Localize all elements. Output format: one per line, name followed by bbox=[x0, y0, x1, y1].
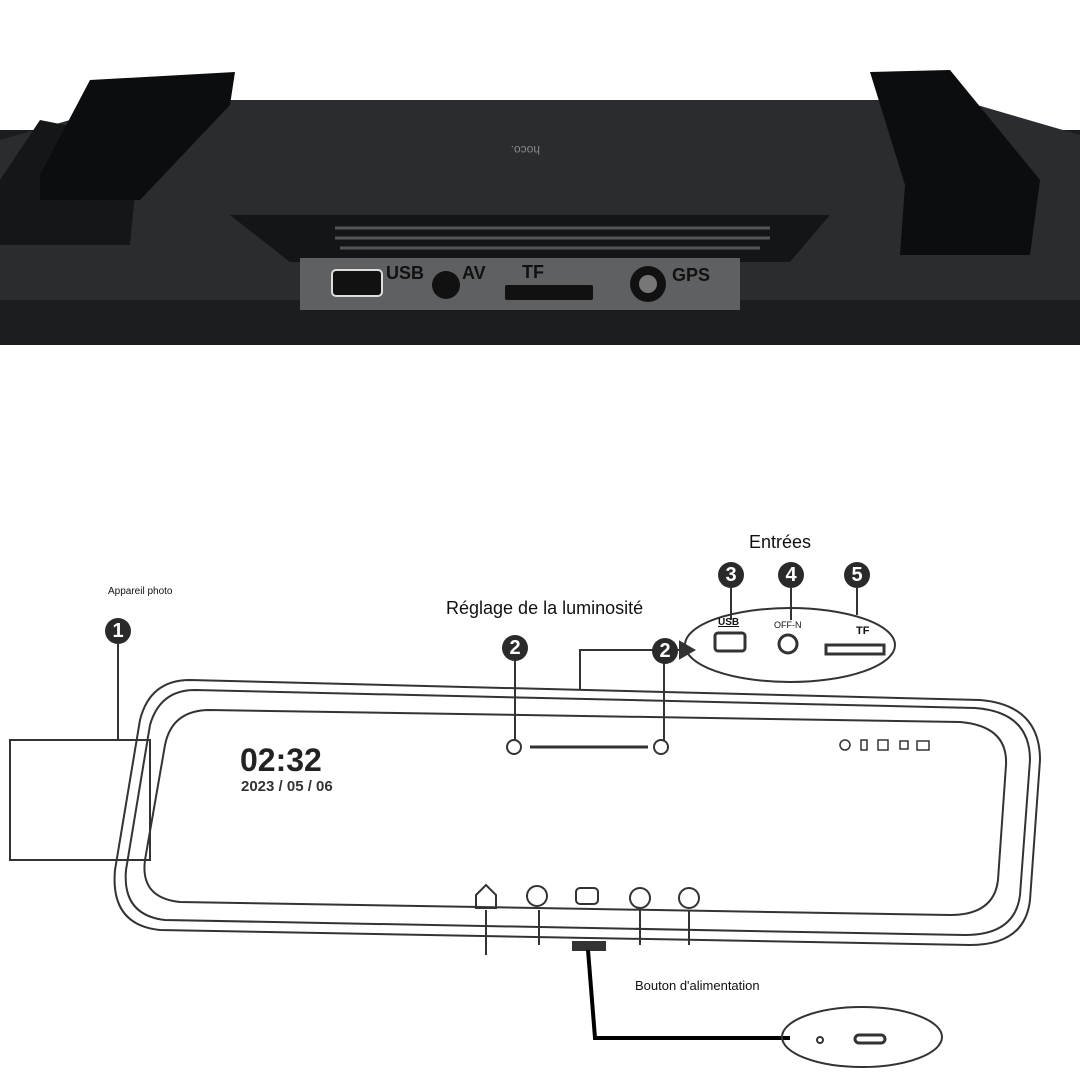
port-label-tf: TF bbox=[522, 262, 544, 282]
home-icon bbox=[475, 883, 497, 909]
camera-outline bbox=[9, 739, 151, 861]
power-label: Bouton d'alimentation bbox=[635, 978, 760, 993]
usb-port bbox=[331, 269, 383, 297]
av-port bbox=[432, 271, 460, 299]
stop-icon bbox=[526, 885, 548, 907]
lock-icon bbox=[629, 887, 651, 909]
callout-2a: 2 bbox=[502, 635, 528, 661]
callout-5: 5 bbox=[844, 562, 870, 588]
right-clip bbox=[870, 70, 1040, 255]
inset-usb-label: USB bbox=[718, 617, 740, 628]
brightness-label: Réglage de la luminosité bbox=[446, 598, 644, 618]
callout-4: 4 bbox=[778, 562, 804, 588]
power-inset bbox=[781, 1006, 943, 1068]
callout-2b: 2 bbox=[652, 638, 678, 664]
left-clip bbox=[40, 72, 235, 200]
inset-tf-label: TF bbox=[856, 625, 870, 637]
camera-icon bbox=[575, 887, 599, 905]
inputs-label: Entrées bbox=[749, 532, 812, 552]
bottom-buttons bbox=[475, 883, 700, 955]
brightness-up-icon bbox=[653, 739, 669, 755]
brightness-down-icon bbox=[506, 739, 522, 755]
inset-av-label: OFF-N bbox=[774, 620, 802, 630]
status-icons bbox=[839, 739, 930, 751]
port-label-av: AV bbox=[462, 263, 486, 283]
callout-3: 3 bbox=[718, 562, 744, 588]
dashcam-photo: hoco. bbox=[0, 0, 1080, 350]
camera-label: Appareil photo bbox=[108, 586, 173, 597]
port-label-gps: GPS bbox=[672, 265, 711, 285]
port-label-usb: USB bbox=[386, 263, 425, 283]
volume-icon bbox=[678, 887, 700, 909]
tf-slot bbox=[505, 285, 593, 300]
screen-time: 02:32 bbox=[240, 742, 322, 778]
callout-1: 1 bbox=[105, 618, 131, 644]
brand-logo: hoco. bbox=[511, 143, 540, 157]
power-button bbox=[572, 941, 606, 951]
screen-date: 2023 / 05 / 06 bbox=[241, 778, 333, 795]
mirror-diagram bbox=[9, 588, 1042, 1068]
